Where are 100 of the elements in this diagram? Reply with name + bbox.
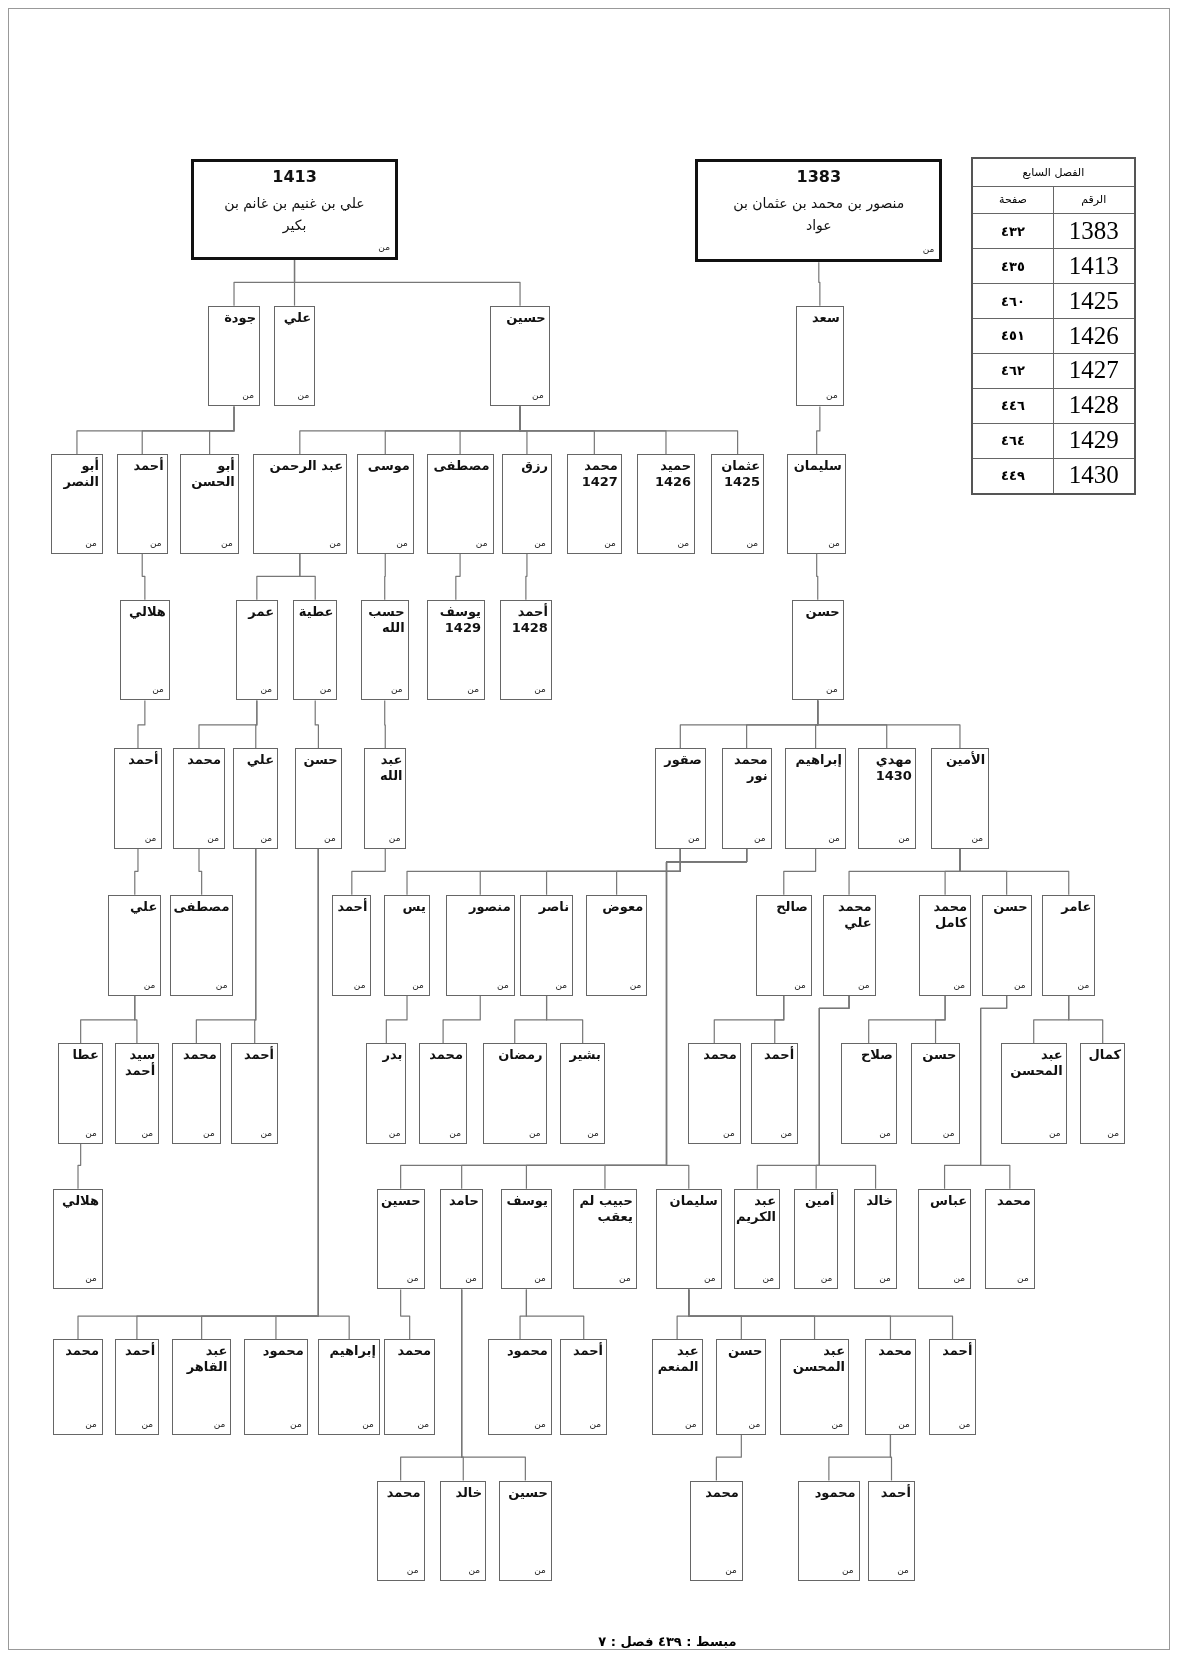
tree-connector — [676, 1288, 690, 1340]
person-name: محمد — [64, 1342, 100, 1360]
person-box — [1080, 1043, 1125, 1145]
person-name: علي بن غنيم بن غانم بن بكير — [223, 194, 366, 236]
person-name: سليمان — [792, 457, 843, 475]
person-name: يس — [401, 897, 427, 915]
origin-label: من — [971, 833, 984, 845]
person-box — [235, 599, 279, 701]
person-box — [585, 894, 648, 996]
person-name: صلاح — [860, 1046, 894, 1064]
origin-label: من — [629, 979, 642, 991]
table-cell: 1429 — [1053, 423, 1135, 459]
person-name: عباس — [929, 1191, 969, 1209]
person-name: أحمد — [336, 897, 369, 915]
origin-label: من — [150, 538, 162, 549]
table-cell: 1428 — [1053, 388, 1135, 424]
tree-connector — [137, 699, 146, 749]
origin-label: من — [619, 1273, 631, 1285]
person-box — [636, 454, 696, 554]
tree-connector — [256, 553, 301, 601]
person-box — [798, 1480, 860, 1582]
table-cell: 1426 — [1053, 318, 1135, 354]
person-box — [445, 894, 515, 996]
person-name: حسب الله — [367, 602, 406, 636]
person-name: حسن — [726, 1342, 764, 1360]
person-name: يوسف 1429 — [438, 602, 482, 636]
person-box — [384, 894, 430, 996]
person-name: هلالي — [127, 602, 167, 620]
person-name: محمد كامل — [932, 897, 969, 931]
origin-label: من — [753, 833, 766, 845]
person-box — [244, 1339, 308, 1435]
origin-label: من — [468, 1565, 481, 1577]
origin-label: من — [1077, 979, 1090, 991]
origin-label: من — [353, 979, 366, 991]
person-box — [560, 1043, 605, 1145]
tree-connector — [134, 848, 139, 896]
person-box — [233, 748, 279, 850]
origin-label: من — [826, 390, 838, 402]
origin-label: من — [684, 1418, 697, 1430]
record-number: 1383 — [795, 166, 843, 188]
person-box — [499, 599, 552, 701]
person-box — [114, 1043, 160, 1145]
person-name: علي — [128, 897, 159, 915]
person-box — [482, 1043, 547, 1145]
tree-connector — [198, 699, 258, 749]
person-name: علي — [245, 751, 276, 769]
person-name: محمد — [877, 1342, 913, 1360]
person-box — [498, 1480, 552, 1582]
tree-connector — [233, 259, 296, 307]
origin-label: من — [85, 1128, 97, 1140]
tree-connector — [1033, 994, 1070, 1044]
person-name: محمد — [702, 1046, 738, 1064]
origin-label: من — [528, 1128, 541, 1140]
person-box — [566, 454, 622, 554]
person-name: صالح — [775, 897, 809, 915]
person-box — [108, 894, 162, 996]
origin-label: من — [319, 684, 332, 696]
origin-label: من — [449, 1128, 461, 1140]
person-box — [695, 159, 943, 263]
tree-connector — [400, 1288, 463, 1482]
origin-label: من — [406, 1565, 419, 1577]
person-box — [119, 599, 170, 701]
person-name: يوسف — [505, 1191, 549, 1209]
person-box — [500, 1188, 552, 1290]
person-box — [376, 1188, 425, 1290]
person-name: حميد 1426 — [653, 457, 693, 491]
person-name: سعد — [811, 308, 841, 326]
person-name: عثمان 1425 — [720, 457, 762, 491]
origin-label: من — [378, 242, 390, 253]
person-name: عبد المنعم — [656, 1342, 700, 1376]
person-name: رزق — [520, 457, 549, 475]
origin-label: من — [953, 1273, 966, 1285]
origin-label: من — [85, 1418, 97, 1430]
origin-label: من — [953, 979, 966, 991]
origin-label: من — [794, 979, 806, 991]
person-name: عامر — [1059, 897, 1093, 915]
origin-label: من — [324, 833, 336, 845]
origin-label: من — [857, 979, 870, 991]
origin-label: من — [475, 538, 488, 549]
person-name: أحمد — [941, 1341, 974, 1360]
person-box — [114, 1339, 160, 1435]
person-box — [419, 1043, 467, 1145]
person-box — [520, 894, 574, 996]
origin-label: من — [465, 1273, 477, 1285]
tree-connector — [828, 1434, 892, 1482]
person-name: أحمد — [124, 1341, 157, 1360]
origin-label: من — [1013, 979, 1026, 991]
person-box — [208, 305, 260, 407]
table-cell: 1425 — [1053, 283, 1135, 319]
origin-label: من — [215, 979, 228, 991]
person-name: أحمد — [879, 1483, 912, 1501]
tree-connector — [525, 553, 528, 601]
person-box — [488, 1339, 552, 1435]
person-box — [981, 894, 1032, 996]
origin-label: من — [260, 833, 273, 845]
person-box — [332, 894, 372, 996]
person-box — [53, 1188, 103, 1290]
tree-connector — [943, 994, 1008, 1190]
person-box — [364, 748, 407, 850]
person-name: أحمد — [243, 1045, 276, 1064]
